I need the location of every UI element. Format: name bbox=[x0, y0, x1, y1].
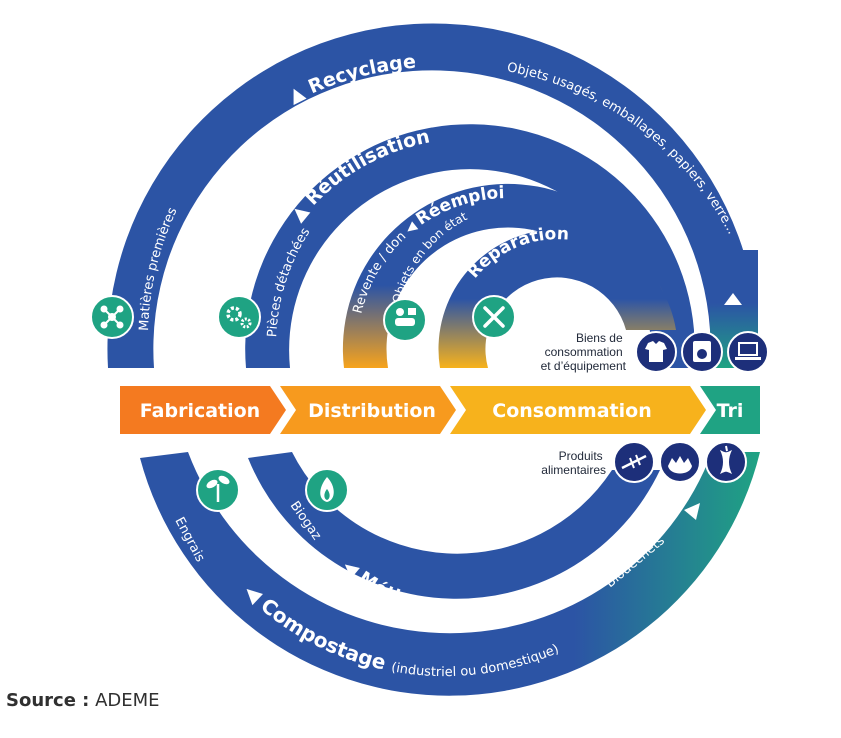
apple-core-icon bbox=[705, 441, 747, 483]
wrench-screwdriver-icon bbox=[472, 295, 516, 339]
source-value: ADEME bbox=[95, 690, 160, 711]
molecule-icon bbox=[90, 295, 134, 339]
reemploi-arc bbox=[342, 183, 672, 368]
stage-consommation-label: Consommation bbox=[492, 400, 651, 422]
reparation-arc bbox=[438, 229, 676, 368]
sprout-icon bbox=[196, 468, 240, 512]
washing-machine-icon bbox=[681, 331, 723, 373]
stage-consommation bbox=[450, 386, 706, 434]
biodechets-arrow bbox=[684, 503, 700, 520]
tshirt-icon bbox=[635, 331, 677, 373]
stage-fabrication-label: Fabrication bbox=[140, 400, 260, 422]
tri-up-arrow bbox=[724, 293, 742, 305]
compostage-arc bbox=[140, 452, 760, 696]
stage-fabrication bbox=[120, 386, 286, 434]
laptop-icon bbox=[727, 331, 769, 373]
methanisation-arc bbox=[248, 452, 660, 599]
reutilisation-arc bbox=[245, 124, 694, 368]
gears-icon bbox=[217, 295, 261, 339]
eggshell-icon bbox=[659, 441, 701, 483]
flame-icon bbox=[305, 468, 349, 512]
stage-tri bbox=[700, 386, 760, 434]
stage-distribution bbox=[280, 386, 456, 434]
source-label: Source : bbox=[6, 690, 90, 711]
recyclage-arc bbox=[107, 23, 759, 368]
fish-bone-icon bbox=[613, 441, 655, 483]
biens-label: Biens de consommation et d’équipement bbox=[541, 331, 627, 373]
hands-exchange-icon bbox=[383, 298, 427, 342]
stage-distribution-label: Distribution bbox=[308, 400, 436, 422]
source-caption: Source : ADEME bbox=[6, 690, 160, 711]
produits-label: Produits alimentaires bbox=[541, 449, 606, 477]
stage-tri-label: Tri bbox=[717, 400, 744, 422]
